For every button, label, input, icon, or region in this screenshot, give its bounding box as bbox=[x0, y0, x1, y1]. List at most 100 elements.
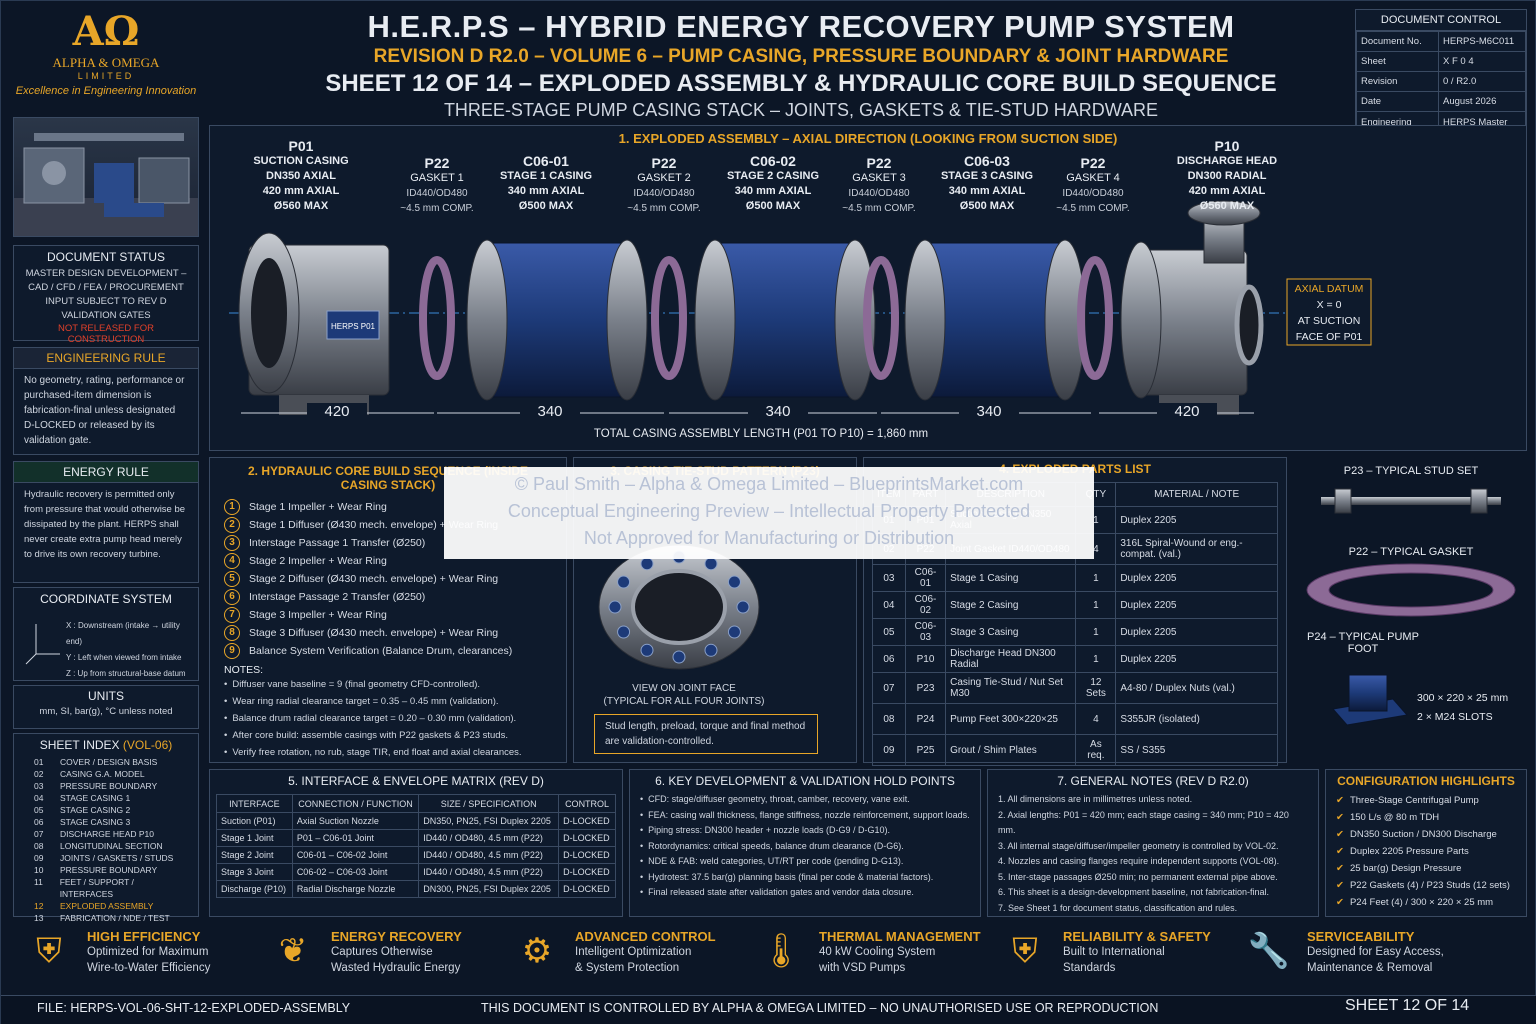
parts-list-cell: P24 bbox=[904, 703, 947, 735]
part-id: C06-01 bbox=[523, 153, 569, 169]
general-notes-panel: 7. GENERAL NOTES (REV D R2.0) 1. All dim… bbox=[987, 769, 1319, 917]
interface-header: SIZE / SPECIFICATION bbox=[418, 794, 560, 813]
stud-hole bbox=[727, 575, 741, 589]
sheet-index-number: 07 bbox=[34, 829, 44, 839]
interface-matrix-panel: 5. INTERFACE & ENVELOPE MATRIX (REV D) I… bbox=[209, 769, 623, 917]
dimension-value: 340 bbox=[959, 403, 1019, 420]
general-note: 2. Axial lengths: P01 = 420 mm; each sta… bbox=[998, 809, 1289, 836]
units-panel: UNITS mm, SI, bar(g), °C unless noted bbox=[13, 685, 199, 729]
step-number-icon: 6 bbox=[224, 589, 240, 605]
part-id: C06-03 bbox=[964, 153, 1010, 169]
bullet-icon: • bbox=[640, 794, 644, 804]
foot-dim-1: 300 × 220 × 25 mm bbox=[1417, 692, 1509, 704]
hold-point-text: Final released state after validation ga… bbox=[648, 887, 914, 897]
tie-stud-note: Stud length, preload, torque and final m… bbox=[594, 714, 818, 754]
exploded-title: 1. EXPLODED ASSEMBLY – AXIAL DIRECTION (… bbox=[618, 131, 1118, 146]
interface-cell: Stage 3 Joint bbox=[216, 863, 293, 881]
casing-plate-label: HERPS P01 bbox=[331, 322, 376, 331]
build-step-text: Stage 2 Diffuser (Ø430 mech. envelope) +… bbox=[249, 573, 499, 585]
general-note: 1. All dimensions are in millimetres unl… bbox=[998, 794, 1193, 804]
part-spec: 340 mm AXIAL bbox=[507, 185, 585, 197]
bullet-icon: • bbox=[640, 809, 644, 820]
feature-line-2: & System Protection bbox=[575, 962, 680, 974]
config-item-text: P22 Gaskets (4) / P23 Studs (12 sets) bbox=[1349, 880, 1510, 891]
gear-icon: ⚙ bbox=[521, 931, 553, 971]
hold-point: • FEA: casing wall thickness, flange stif… bbox=[640, 808, 970, 824]
part-name: SUCTION CASING bbox=[253, 155, 349, 167]
parts-list-cell: 05 bbox=[872, 618, 906, 646]
sheet-index-number: 13 bbox=[34, 913, 44, 923]
build-step-text: Stage 2 Impeller + Wear Ring bbox=[249, 555, 387, 567]
gasket-2 bbox=[651, 256, 687, 380]
sheet-index-number: 05 bbox=[34, 805, 44, 815]
sheet-index-label: DISCHARGE HEAD P10 bbox=[60, 829, 154, 839]
parts-list-cell: 1 bbox=[1075, 591, 1117, 619]
parts-list-cell: 04 bbox=[872, 591, 906, 619]
interface-cell: C06-01 – C06-02 Joint bbox=[291, 846, 420, 864]
typicals-area: P23 – TYPICAL STUD SET P22 – TYPICAL GAS… bbox=[1293, 457, 1529, 763]
dimension-value: 340 bbox=[748, 403, 808, 420]
coord-y: Y : Left when viewed from intake bbox=[66, 653, 182, 662]
document-status-warning: NOT RELEASED FOR CONSTRUCTION bbox=[58, 323, 154, 345]
part-spec: ID440/OD480 bbox=[406, 188, 468, 199]
parts-list-cell: Duplex 2205 bbox=[1115, 506, 1278, 534]
leaf-icon: ❦ bbox=[278, 931, 308, 971]
bullet-icon: • bbox=[640, 887, 644, 897]
units-text: mm, SI, bar(g), °C unless noted bbox=[39, 706, 173, 717]
tie-stud-caption-2: (TYPICAL FOR ALL FOUR JOINTS) bbox=[603, 696, 765, 707]
parts-list-cell: Grout / Shim Plates bbox=[945, 734, 1077, 766]
sheet-index-number: 04 bbox=[34, 793, 44, 803]
stud-hole bbox=[608, 600, 622, 614]
watermark-line-1: © Paul Smith – Alpha & Omega Limited – B… bbox=[514, 474, 1024, 494]
parts-list-cell: 09 bbox=[872, 734, 906, 766]
parts-list-cell: P10 bbox=[904, 645, 947, 673]
sheet-index-label: LONGITUDINAL SECTION bbox=[60, 841, 163, 851]
build-note-text: Wear ring radial clearance target = 0.35… bbox=[232, 696, 499, 707]
plant-illustration bbox=[14, 133, 198, 236]
build-note-text: Diffuser vane baseline = 9 (final geomet… bbox=[232, 679, 481, 690]
part-id: P22 bbox=[424, 155, 450, 171]
part-spec: Ø500 MAX bbox=[959, 200, 1015, 212]
interface-cell: Stage 2 Joint bbox=[216, 846, 293, 864]
build-sequence-panel: 2. HYDRAULIC CORE BUILD SEQUENCE (INSIDE… bbox=[209, 457, 567, 763]
parts-list-cell: 07 bbox=[872, 672, 906, 704]
hold-point-text: FEA: casing wall thickness, flange stiff… bbox=[648, 809, 970, 820]
parts-list-cell: A4-80 / Duplex Nuts (val.) bbox=[1115, 672, 1278, 704]
sheet-index-label: PRESSURE BOUNDARY bbox=[60, 865, 158, 875]
build-note: •Diffuser vane baseline = 9 (final geome… bbox=[224, 676, 552, 693]
feature-title: RELIABILITY & SAFETY bbox=[1063, 929, 1211, 944]
bullet-icon: • bbox=[224, 730, 228, 741]
part-spec: 420 mm AXIAL bbox=[1188, 185, 1266, 197]
shield-check-icon: ⛨ bbox=[36, 931, 62, 971]
parts-list-cell: 1 bbox=[1075, 618, 1117, 646]
stage-3-casing bbox=[904, 239, 1086, 401]
gasket-1 bbox=[419, 256, 455, 380]
shield-check-icon: ⛨ bbox=[1012, 931, 1038, 971]
part-id: P22 bbox=[1080, 155, 1106, 171]
sheet-index-number: 11 bbox=[34, 877, 43, 887]
sheet-index-label: STAGE CASING 3 bbox=[60, 817, 131, 827]
feature-line-2: Wire-to-Water Efficiency bbox=[87, 962, 211, 974]
sheet-index-label: PRESSURE BOUNDARY bbox=[60, 781, 158, 791]
sheet-index-label: FEET / SUPPORT / INTERFACES bbox=[59, 877, 134, 899]
parts-list-cell: Discharge Head DN300 Radial bbox=[945, 645, 1077, 673]
stud-hole bbox=[617, 625, 631, 639]
part-spec: 340 mm AXIAL bbox=[948, 185, 1026, 197]
build-note-text: Balance drum radial clearance target = 0… bbox=[232, 713, 517, 724]
